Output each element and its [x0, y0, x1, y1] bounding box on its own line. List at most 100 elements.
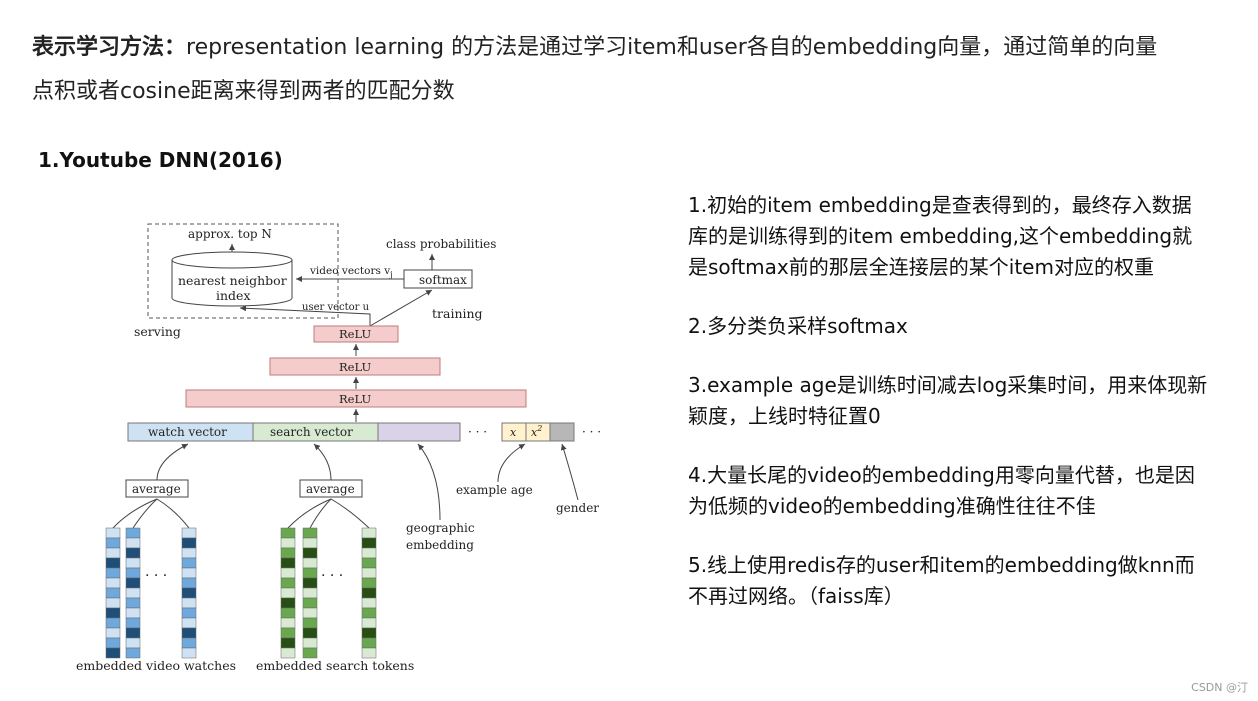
embedding-cell — [280, 617, 296, 629]
training-label: training — [432, 306, 483, 321]
embedding-cell — [280, 537, 296, 549]
embedding-cell — [280, 547, 296, 559]
embedding-cell — [181, 617, 197, 629]
embedding-cell — [125, 607, 141, 619]
embedding-cell — [125, 597, 141, 609]
embedding-cell — [302, 557, 318, 569]
embedding-cell — [181, 637, 197, 649]
embedding-cell — [280, 637, 296, 649]
embedding-cell — [125, 537, 141, 549]
columns-dots-watches: · · · — [145, 568, 167, 584]
embedding-cell — [280, 597, 296, 609]
embedding-cell — [105, 527, 121, 539]
embedding-cell — [125, 577, 141, 589]
embedding-cell — [302, 587, 318, 599]
search-vector-label: search vector — [270, 425, 353, 439]
embedding-cell — [125, 587, 141, 599]
embedding-cell — [181, 627, 197, 639]
embedding-cell — [181, 567, 197, 579]
headline-line1: representation learning 的方法是通过学习item和use… — [186, 35, 1158, 60]
embedding-cell — [105, 647, 121, 659]
geographic-label-2: embedding — [406, 538, 474, 552]
embedding-cell — [361, 557, 377, 569]
relu-label-top: ReLU — [339, 327, 371, 341]
embedding-cell — [125, 617, 141, 629]
gender-box — [549, 422, 575, 442]
nearest-label-2: index — [216, 288, 251, 303]
embedding-cell — [361, 607, 377, 619]
watch-vector-label: watch vector — [148, 425, 227, 439]
serving-label: serving — [134, 324, 181, 339]
embedding-cell — [105, 577, 121, 589]
section-title: 1.Youtube DNN(2016) — [38, 148, 283, 172]
embedding-cell — [181, 557, 197, 569]
embedding-cell — [280, 567, 296, 579]
relu-label-middle: ReLU — [339, 360, 371, 374]
embedding-cell — [105, 637, 121, 649]
embedding-cell — [361, 627, 377, 639]
embedding-cell — [181, 597, 197, 609]
embedding-cell — [105, 537, 121, 549]
note-5: 5.线上使用redis存的user和item的embedding做knn而不再过… — [688, 553, 1195, 608]
geographic-label-1: geographic — [406, 521, 475, 535]
youtube-dnn-diagram: approx. top N nearest neighbor index cla… — [76, 223, 601, 673]
embedding-cell — [181, 527, 197, 539]
embedding-cell — [125, 637, 141, 649]
embedding-cell — [302, 537, 318, 549]
embedding-cell — [181, 607, 197, 619]
class-probabilities-label: class probabilities — [386, 237, 496, 251]
embedding-columns — [105, 527, 377, 659]
note-3: 3.example age是训练时间减去log采集时间，用来体现新颖度，上线时特… — [688, 373, 1208, 428]
average-label-search: average — [306, 482, 355, 496]
headline-colon: ： — [164, 35, 187, 60]
headline: 表示学习方法：representation learning 的方法是通过学习i… — [32, 26, 1232, 114]
embedding-cell — [361, 587, 377, 599]
note-1: 1.初始的item embedding是查表得到的，最终存入数据库的是训练得到的… — [688, 193, 1193, 279]
relu-layer-middle — [269, 357, 441, 376]
embedding-cell — [181, 647, 197, 659]
embedding-cell — [105, 607, 121, 619]
dots-mid: · · · — [468, 425, 487, 439]
embedding-cell — [302, 577, 318, 589]
embedding-cell — [125, 647, 141, 659]
embedded-search-tokens-label: embedded search tokens — [256, 658, 414, 673]
embedding-cell — [280, 577, 296, 589]
embedding-cell — [125, 557, 141, 569]
embedding-cell — [125, 627, 141, 639]
embedding-cell — [280, 647, 296, 659]
headline-line2: 点积或者cosine距离来得到两者的匹配分数 — [32, 79, 455, 104]
embedding-cell — [302, 637, 318, 649]
embedded-video-watches-label: embedded video watches — [76, 658, 236, 673]
embedding-cell — [105, 567, 121, 579]
embedding-cell — [280, 607, 296, 619]
headline-bold: 表示学习方法 — [32, 35, 165, 60]
approx-top-label: approx. top N — [188, 227, 272, 241]
embedding-cell — [181, 577, 197, 589]
notes-list: 1.初始的item embedding是查表得到的，最终存入数据库的是训练得到的… — [688, 190, 1208, 640]
geographic-embedding-box — [377, 422, 461, 442]
embedding-cell — [280, 527, 296, 539]
embedding-cell — [302, 547, 318, 559]
relu-layer-bottom — [185, 389, 527, 408]
embedding-cell — [181, 587, 197, 599]
video-vectors-label: video vectors vj — [309, 265, 393, 279]
embedding-cell — [280, 627, 296, 639]
embedding-cell — [125, 547, 141, 559]
embedding-cell — [125, 567, 141, 579]
note-2: 2.多分类负采样softmax — [688, 314, 908, 338]
embedding-cell — [361, 537, 377, 549]
embedding-cell — [181, 547, 197, 559]
embedding-cell — [105, 617, 121, 629]
embedding-cell — [302, 647, 318, 659]
embedding-cell — [105, 587, 121, 599]
embedding-cell — [105, 627, 121, 639]
embedding-cell — [105, 547, 121, 559]
watermark: CSDN @汀 — [1191, 681, 1248, 694]
relu-layer-top — [313, 325, 399, 343]
user-vector-label: user vector u — [302, 302, 370, 313]
average-label-watches: average — [132, 482, 181, 496]
nearest-label-1: nearest neighbor — [178, 273, 287, 288]
embedding-cell — [302, 607, 318, 619]
embedding-cell — [302, 597, 318, 609]
embedding-cell — [302, 527, 318, 539]
